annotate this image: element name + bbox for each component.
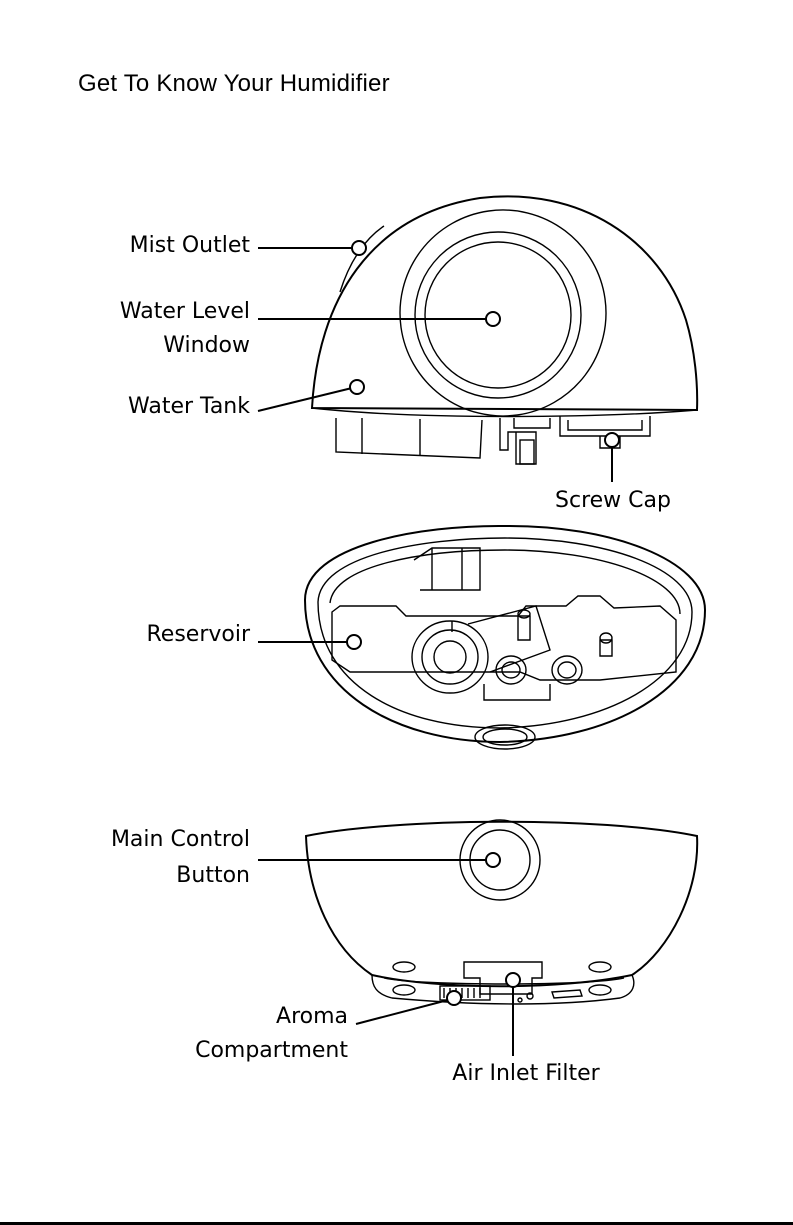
callout-main-control-button [258, 853, 500, 867]
callout-dot [506, 973, 520, 987]
callout-water-tank [258, 380, 364, 411]
callout-dot [447, 991, 461, 1005]
callout-water-level-window [258, 312, 500, 326]
label-aroma-compartment-line1: Aroma [276, 1004, 348, 1029]
callout-mist-outlet [258, 241, 366, 255]
callout-dot [486, 312, 500, 326]
callout-dot [605, 433, 619, 447]
label-water-level-window-line1: Water Level [120, 299, 250, 324]
callout-air-inlet-filter [506, 973, 520, 1056]
label-mist-outlet: Mist Outlet [130, 233, 251, 258]
label-aroma-compartment-line2: Compartment [195, 1038, 348, 1063]
callout-aroma-compartment [356, 991, 461, 1024]
callout-dot [352, 241, 366, 255]
callout-dot [350, 380, 364, 394]
reservoir-base-illustration [305, 526, 705, 749]
callout-screw-cap [605, 433, 619, 482]
callout-dot [347, 635, 361, 649]
label-water-tank: Water Tank [128, 394, 250, 419]
label-main-control-button-line2: Button [176, 863, 250, 888]
callout-dot [486, 853, 500, 867]
callout-reservoir [258, 635, 361, 649]
label-main-control-button-line1: Main Control [111, 827, 250, 852]
label-screw-cap: Screw Cap [555, 488, 671, 513]
label-air-inlet-filter: Air Inlet Filter [452, 1061, 600, 1086]
label-water-level-window-line2: Window [163, 333, 250, 358]
water-tank-illustration [312, 196, 697, 464]
label-reservoir: Reservoir [146, 622, 250, 647]
base-bottom-illustration [306, 820, 697, 1004]
